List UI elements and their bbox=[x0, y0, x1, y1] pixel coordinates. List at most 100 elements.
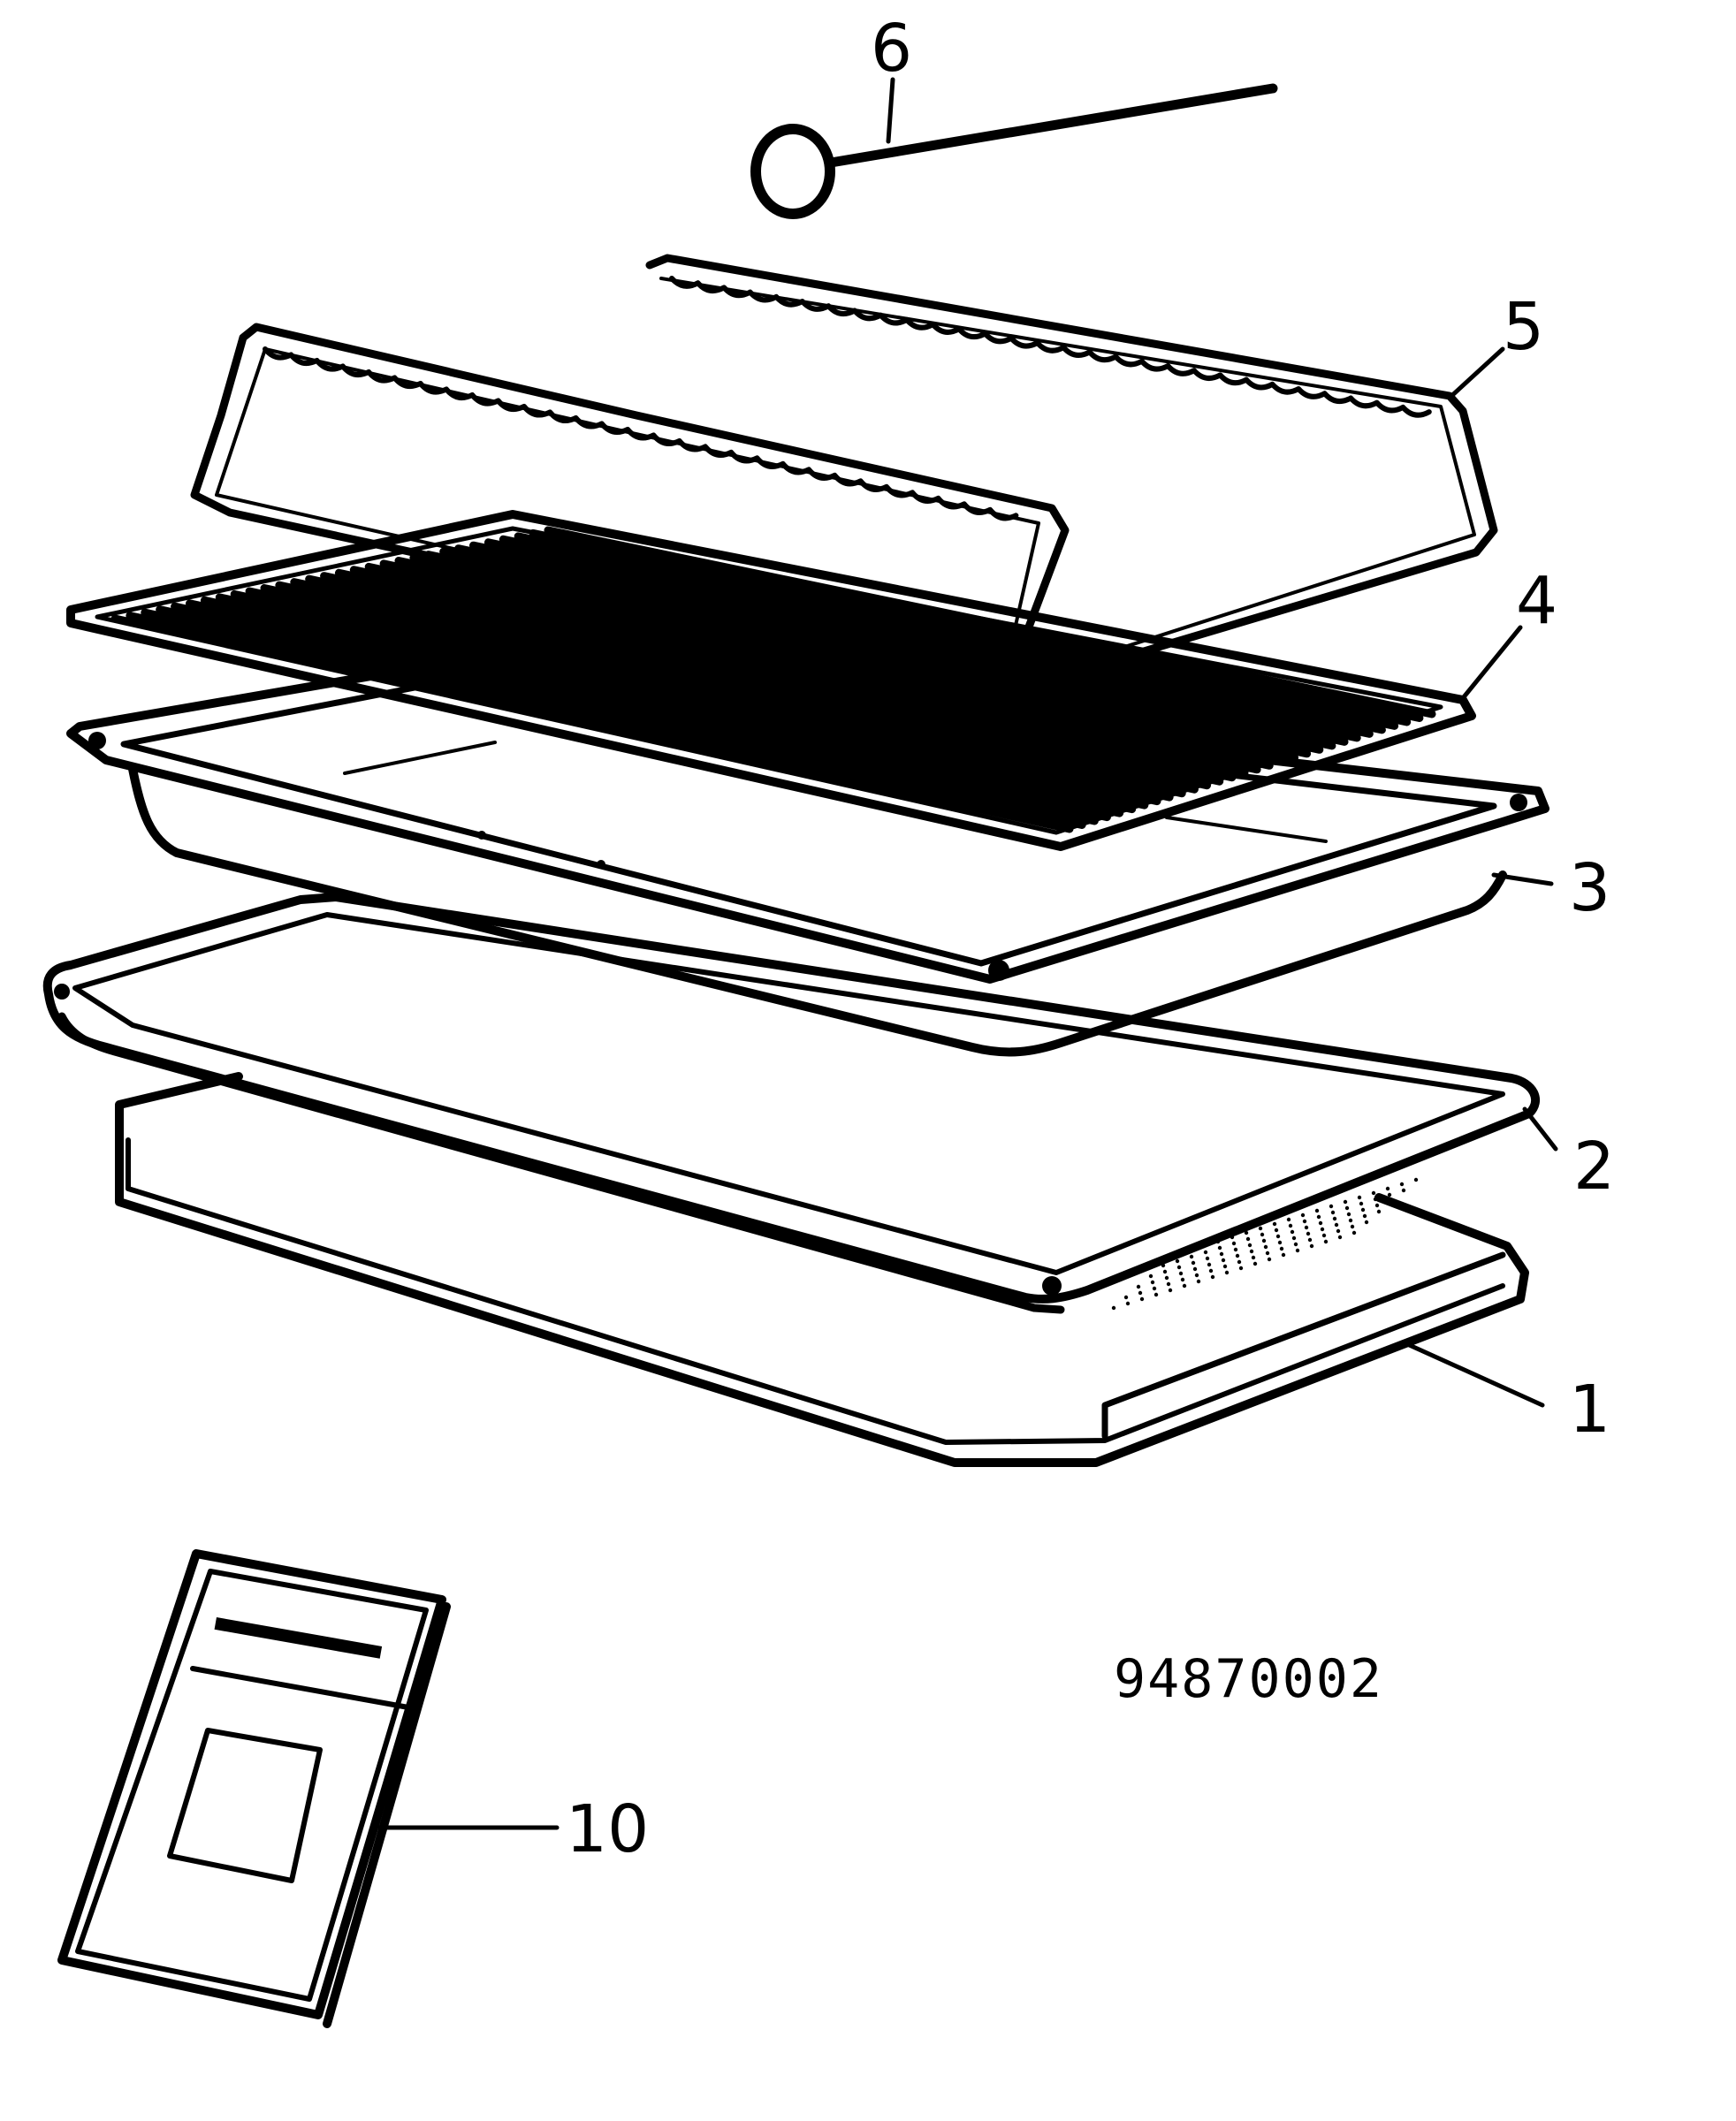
perforation-hole bbox=[1164, 1275, 1169, 1281]
rack-bar bbox=[483, 538, 1386, 734]
perforation-hole bbox=[1329, 1204, 1334, 1209]
perforation-hole bbox=[1318, 1220, 1323, 1226]
perforation-hole bbox=[1221, 1258, 1226, 1263]
perforation-hole bbox=[1238, 1266, 1244, 1271]
perforation-hole bbox=[1173, 1252, 1178, 1258]
perforation-hole bbox=[1389, 1198, 1394, 1204]
perforation-hole bbox=[1277, 1240, 1283, 1245]
perforation-hole bbox=[1302, 1219, 1307, 1224]
perforation-hole bbox=[1161, 1263, 1166, 1268]
perforation-hole bbox=[1376, 1209, 1382, 1214]
perforation-hole bbox=[1350, 1224, 1355, 1229]
perforation-hole bbox=[1258, 1226, 1263, 1231]
perforation-hole bbox=[1314, 1208, 1320, 1213]
perforation-hole bbox=[1281, 1252, 1286, 1258]
rack-bar bbox=[215, 593, 1161, 806]
diagram-code: 94870002 bbox=[1114, 1648, 1383, 1710]
perforation-hole bbox=[1125, 1301, 1131, 1306]
perforation-hole bbox=[1231, 1241, 1237, 1246]
perforation-hole bbox=[1343, 1199, 1348, 1205]
rack-bar bbox=[499, 535, 1399, 730]
perforation-hole bbox=[1337, 1235, 1343, 1240]
callout-4: 4 bbox=[1516, 563, 1557, 639]
perforation-hole bbox=[1154, 1292, 1159, 1297]
perforation-hole bbox=[1323, 1239, 1329, 1244]
perforation-hole bbox=[1344, 1205, 1350, 1211]
perforation-hole bbox=[1247, 1243, 1253, 1248]
part-4-grill-rack bbox=[66, 510, 1476, 851]
perforation-hole bbox=[1291, 1235, 1297, 1241]
perforation-hole bbox=[1401, 1188, 1406, 1193]
perforation-hole bbox=[1233, 1247, 1238, 1252]
perforation-hole bbox=[1194, 1273, 1199, 1278]
rack-bar bbox=[171, 602, 1124, 817]
perforation-hole bbox=[1364, 1220, 1369, 1225]
perforation-hole bbox=[1321, 1233, 1327, 1238]
perforation-hole bbox=[1176, 1265, 1182, 1270]
perforation-hole bbox=[1260, 1232, 1265, 1237]
perforation-hole bbox=[1385, 1186, 1390, 1191]
perforation-hole bbox=[1217, 1245, 1222, 1251]
perforation-hole bbox=[1275, 1234, 1281, 1239]
rack-bar bbox=[110, 614, 1074, 833]
perforation-hole bbox=[1136, 1284, 1141, 1289]
rack-bar bbox=[544, 526, 1436, 718]
perforation-hole bbox=[1182, 1283, 1187, 1289]
rack-bar bbox=[126, 612, 1086, 829]
part-2-baking-tray bbox=[42, 893, 1541, 1314]
rack-bar bbox=[260, 584, 1199, 794]
perforation-hole bbox=[1279, 1246, 1284, 1251]
perforation-hole bbox=[1215, 1239, 1221, 1244]
perforation-hole bbox=[1245, 1236, 1251, 1242]
rack-bar bbox=[200, 596, 1149, 810]
perforation-hole bbox=[1178, 1271, 1184, 1276]
perforation-hole bbox=[1253, 1261, 1258, 1266]
rack-bar bbox=[364, 562, 1286, 766]
perforation-hole bbox=[1290, 1229, 1295, 1235]
rack-bar bbox=[305, 574, 1237, 782]
perforation-hole bbox=[1207, 1262, 1212, 1267]
perforation-hole bbox=[1168, 1288, 1173, 1293]
perforation-hole bbox=[1148, 1273, 1154, 1279]
perforation-hole bbox=[1189, 1254, 1194, 1259]
perforation-hole bbox=[1138, 1290, 1143, 1296]
perforation-hole bbox=[1187, 1248, 1192, 1253]
perforation-hole bbox=[1413, 1177, 1419, 1182]
perforation-hole bbox=[1180, 1277, 1185, 1282]
rack-bar bbox=[514, 532, 1412, 726]
perforation-hole bbox=[1175, 1258, 1180, 1264]
callout-10: 10 bbox=[566, 1791, 649, 1867]
perforation-hole bbox=[1208, 1268, 1214, 1273]
perforation-hole bbox=[1348, 1218, 1353, 1223]
perforation-hole bbox=[1230, 1235, 1235, 1240]
perforation-hole bbox=[1330, 1210, 1336, 1215]
perforation-hole bbox=[1111, 1305, 1116, 1311]
rack-bar bbox=[379, 559, 1298, 762]
perforation-hole bbox=[1295, 1248, 1300, 1253]
part-3-roasting-pan bbox=[66, 660, 1549, 1057]
perforation-hole bbox=[1300, 1213, 1306, 1218]
perforation-hole bbox=[1346, 1212, 1351, 1217]
perforation-hole bbox=[1336, 1228, 1341, 1234]
perforation-hole bbox=[1288, 1223, 1293, 1228]
rack-bar bbox=[156, 605, 1111, 822]
callout-2: 2 bbox=[1573, 1129, 1615, 1205]
perforation-hole bbox=[1359, 1201, 1364, 1206]
rack-bar bbox=[454, 544, 1361, 742]
perforation-hole bbox=[1334, 1222, 1339, 1228]
perforation-hole bbox=[1224, 1270, 1230, 1275]
perforation-hole bbox=[1332, 1216, 1337, 1221]
perforation-hole bbox=[1274, 1228, 1279, 1233]
perforation-hole bbox=[1399, 1182, 1405, 1187]
perforation-hole bbox=[1222, 1264, 1228, 1269]
perforation-hole bbox=[1191, 1260, 1196, 1266]
perforation-hole bbox=[1373, 1197, 1378, 1202]
rack-bar bbox=[141, 608, 1099, 825]
perforation-hole bbox=[1362, 1213, 1367, 1219]
callout-3: 3 bbox=[1569, 850, 1610, 926]
rack-bar bbox=[409, 553, 1324, 754]
callout-1: 1 bbox=[1569, 1372, 1610, 1448]
perforation-hole bbox=[1192, 1266, 1198, 1272]
perforation-hole bbox=[1360, 1207, 1366, 1213]
